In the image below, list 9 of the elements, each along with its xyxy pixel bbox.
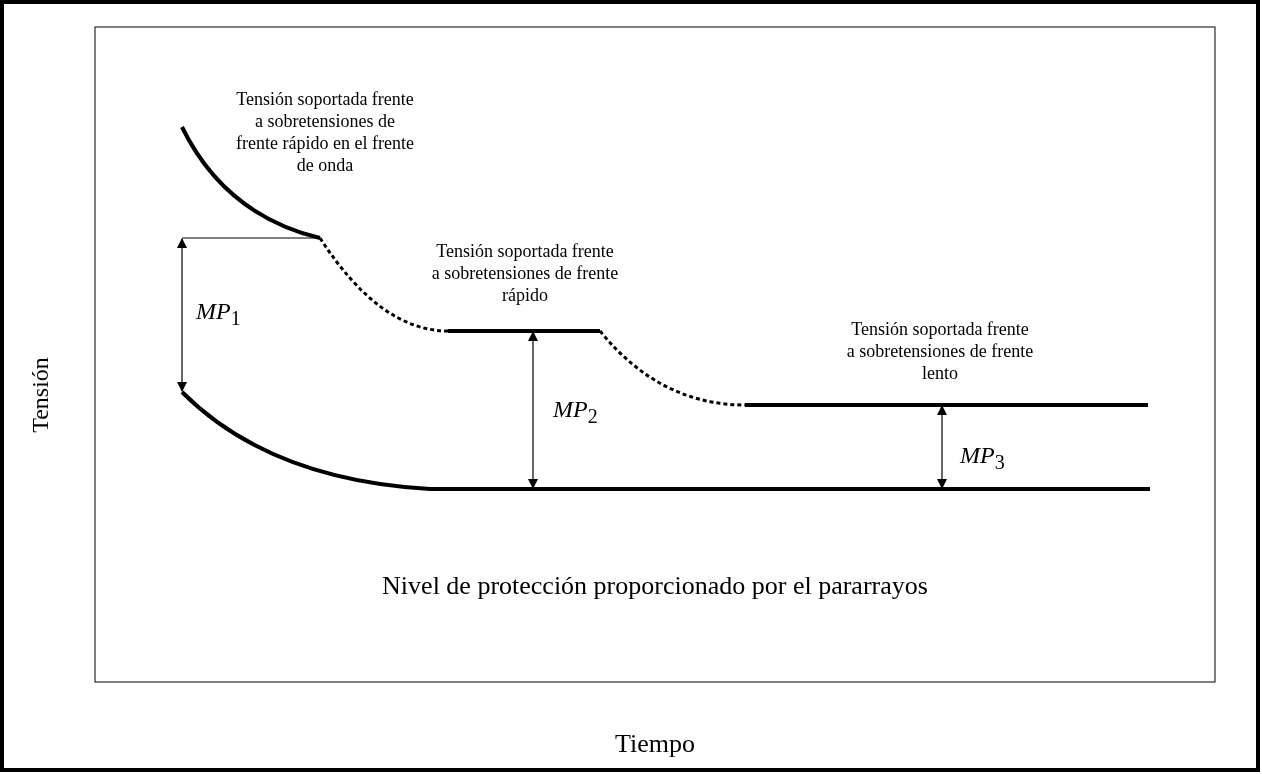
annotation-text: Tensión soportada frente a sobretensiones de frente rápido en el frente de onda — [235, 88, 415, 176]
dimension-label: MP$_{1}$ — [196, 297, 242, 331]
curve-label: Nivel de protección proporcionado por el pararrayos — [381, 570, 929, 602]
annotation-text: Tensión soportada frente a sobretensiones de frente lento — [845, 318, 1035, 384]
axis-title: Tensión — [26, 356, 54, 435]
annotation-text: Tensión soportada frente a sobretensiones de frente rápido — [430, 240, 620, 306]
dimension-label: MP$_{3}$ — [960, 441, 1006, 475]
dimension-label: MP$_{2}$ — [553, 395, 599, 429]
axis-title: Tiempo — [614, 728, 696, 760]
